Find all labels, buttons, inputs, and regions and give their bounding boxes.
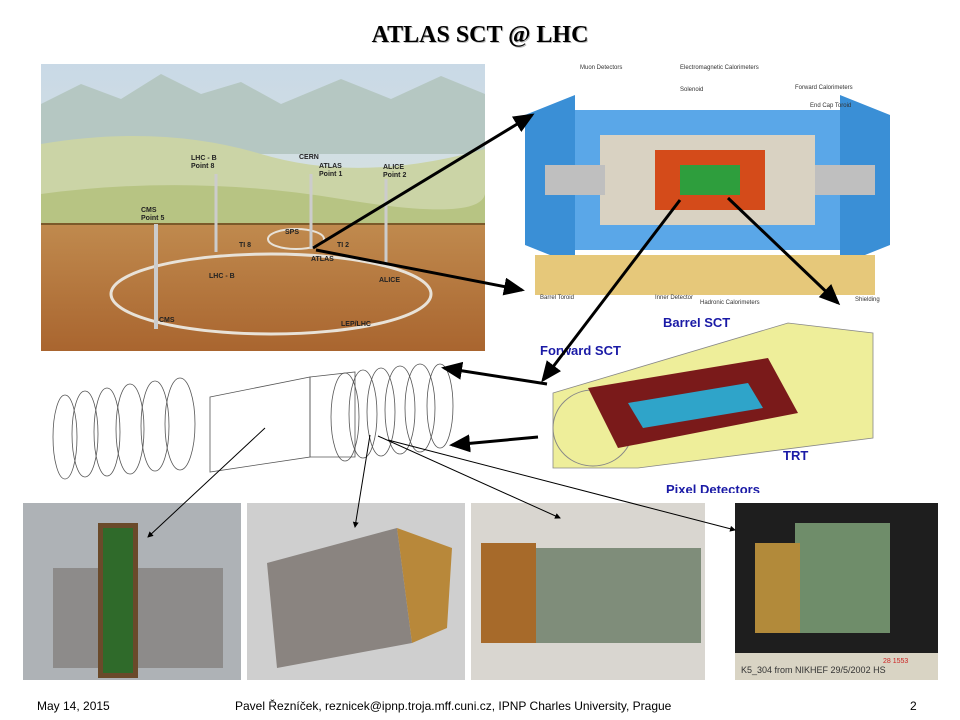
svg-text:LEP/LHC: LEP/LHC [341,321,371,328]
svg-text:CERN: CERN [299,154,319,161]
svg-text:CMS: CMS [159,317,175,324]
slide-title: ATLAS SCT @ LHC [371,22,589,48]
module-photo-2 [247,503,465,680]
svg-text:Inner Detector: Inner Detector [655,295,693,301]
barrel-sct-label: Barrel SCT [663,318,730,330]
svg-text:Point 2: Point 2 [383,172,406,179]
module-photo-3 [471,503,705,680]
module-serial-text: 28 1553 [883,658,908,665]
svg-text:Point 8: Point 8 [191,163,214,170]
svg-text:ALICE: ALICE [383,164,404,171]
module-note-text: K5_304 from NIKHEF 29/5/2002 HS [741,665,886,675]
svg-text:ATLAS: ATLAS [319,163,342,170]
trt-label: TRT [783,448,808,463]
svg-text:TI 2: TI 2 [337,242,349,249]
page-number: 2 [910,699,917,713]
svg-text:Forward Calorimeters: Forward Calorimeters [795,85,853,91]
pixel-detectors-label: Pixel Detectors [666,482,760,493]
forward-sct-label: Forward SCT [540,343,621,358]
svg-text:SPS: SPS [285,229,299,236]
atlas-detector-image: Muon Detectors Electromagnetic Calorimete… [515,55,900,305]
inner-detector-image: Barrel SCT Forward SCT TRT Pixel Detecto… [538,318,878,493]
svg-text:Muon Detectors: Muon Detectors [580,65,622,71]
svg-text:Hadronic Calorimeters: Hadronic Calorimeters [700,300,760,305]
svg-text:Electromagnetic Calorimeters: Electromagnetic Calorimeters [680,65,759,71]
module-photo-1 [23,503,241,680]
footer-author: Pavel Řezníček, reznicek@ipnp.troja.mff.… [235,699,672,713]
module-photo-4: K5_304 from NIKHEF 29/5/2002 HS 28 1553 [735,503,938,680]
svg-text:Point 1: Point 1 [319,171,342,178]
svg-text:LHC - B: LHC - B [191,155,217,162]
svg-text:LHC - B: LHC - B [209,273,235,280]
svg-text:ATLAS: ATLAS [311,256,334,263]
svg-text:ALICE: ALICE [379,277,400,284]
svg-text:Shielding: Shielding [855,297,880,303]
svg-text:End Cap Toroid: End Cap Toroid [810,103,851,109]
sct-wireframe-image [45,362,455,500]
svg-text:TI 8: TI 8 [239,242,251,249]
svg-text:Point 5: Point 5 [141,215,164,222]
svg-text:Solenoid: Solenoid [680,87,703,93]
footer-date: May 14, 2015 [37,699,110,713]
svg-text:CMS: CMS [141,207,157,214]
svg-text:Barrel Toroid: Barrel Toroid [540,295,574,301]
